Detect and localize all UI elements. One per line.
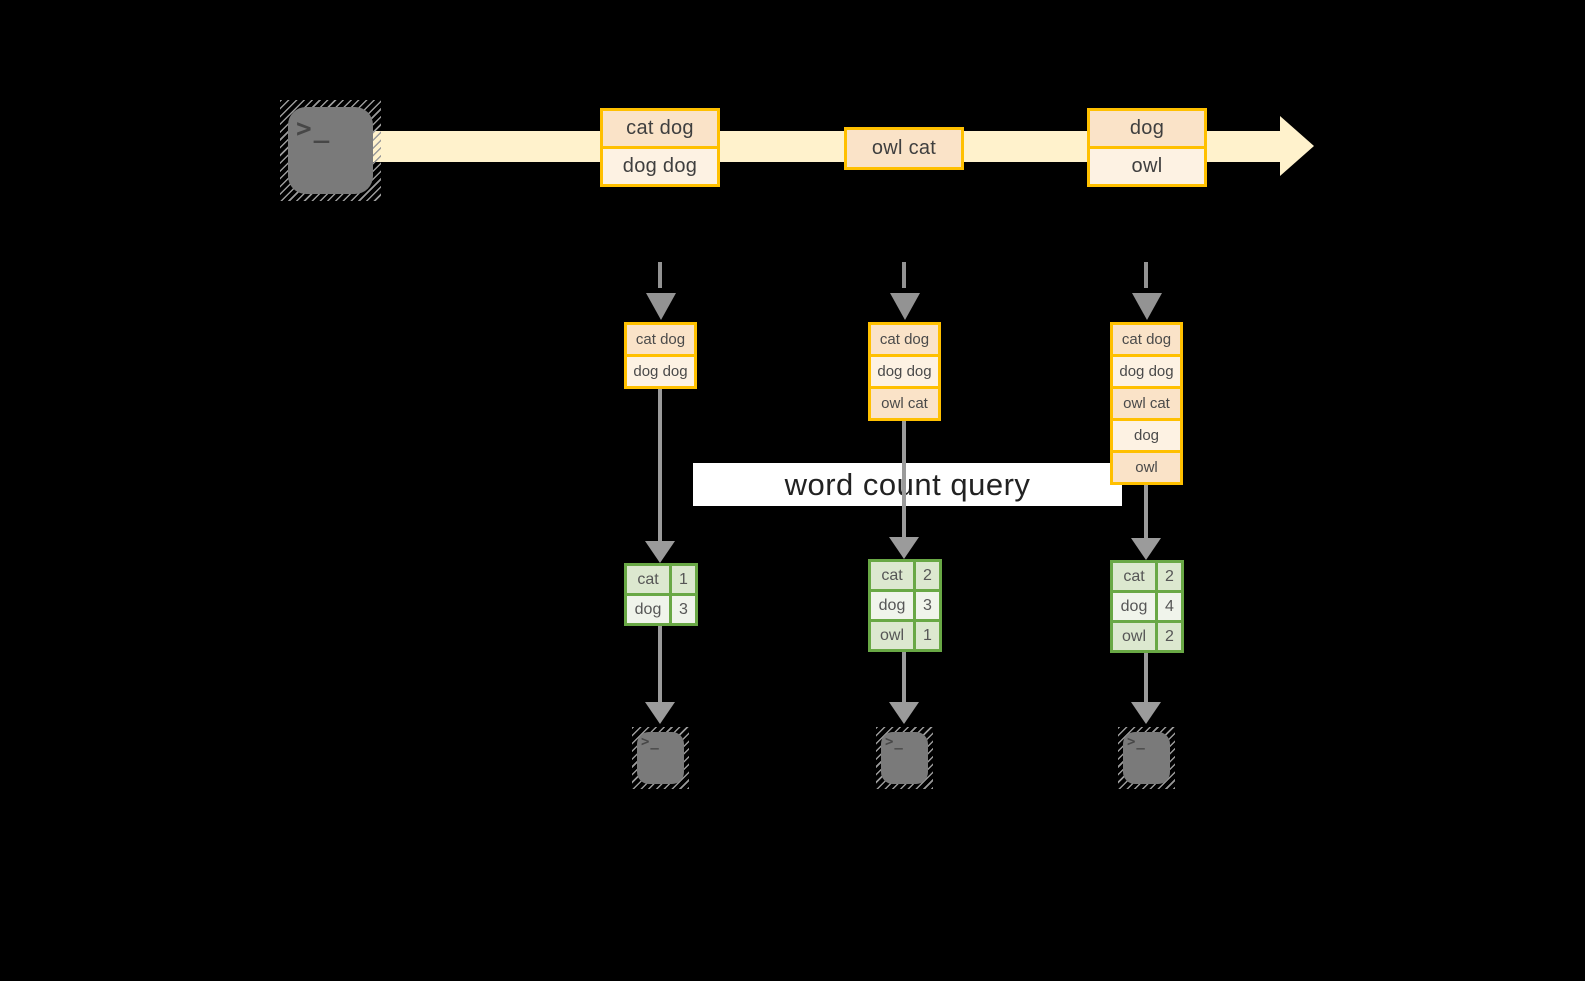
microbatch-item: dog dog bbox=[871, 357, 938, 386]
result-arrow-line-3 bbox=[1144, 653, 1148, 702]
count-value: 2 bbox=[1158, 623, 1181, 650]
stream-batch-box-1: cat dog dog dog bbox=[600, 108, 720, 187]
count-table-2: cat 2 dog 3 owl 1 bbox=[868, 559, 942, 652]
terminal-prompt-glyph: >_ bbox=[641, 734, 660, 750]
microbatch-item: cat dog bbox=[871, 325, 938, 354]
output-terminal-icon-3: >_ bbox=[1118, 727, 1175, 789]
result-arrowhead-icon-1 bbox=[645, 702, 675, 724]
query-arrowhead-icon-2 bbox=[889, 537, 919, 559]
wordcount-query-banner: word count query bbox=[693, 463, 1122, 506]
dashed-arrowhead-icon-2 bbox=[890, 293, 920, 320]
stream-event-text: owl bbox=[1090, 149, 1204, 184]
stream-event-text: dog dog bbox=[603, 149, 717, 184]
dashed-arrow-line-1 bbox=[658, 262, 662, 288]
stream-batch-box-3: dog owl bbox=[1087, 108, 1207, 187]
count-word: dog bbox=[627, 596, 669, 623]
dashed-arrow-line-3 bbox=[1144, 262, 1148, 288]
dashed-arrowhead-icon-1 bbox=[646, 293, 676, 320]
result-arrow-line-2 bbox=[902, 652, 906, 702]
count-word: dog bbox=[1113, 593, 1155, 620]
terminal-prompt-glyph: >_ bbox=[885, 734, 904, 750]
stream-event-text: owl cat bbox=[847, 130, 961, 167]
output-terminal-icon-2: >_ bbox=[876, 727, 933, 789]
count-value: 3 bbox=[672, 596, 695, 623]
count-word: cat bbox=[627, 566, 669, 593]
count-value: 2 bbox=[1158, 563, 1181, 590]
query-arrow-line-1 bbox=[658, 389, 662, 541]
query-arrowhead-icon-1 bbox=[645, 541, 675, 563]
microbatch-stack-2: cat dog dog dog owl cat bbox=[868, 322, 941, 421]
stream-event-text: cat dog bbox=[603, 111, 717, 146]
source-terminal-icon: >_ bbox=[280, 100, 381, 201]
count-value: 2 bbox=[916, 562, 939, 589]
microbatch-item: cat dog bbox=[1113, 325, 1180, 354]
microbatch-item: owl bbox=[1113, 453, 1180, 482]
output-terminal-icon-1: >_ bbox=[632, 727, 689, 789]
microbatch-stack-3: cat dog dog dog owl cat dog owl bbox=[1110, 322, 1183, 485]
query-arrow-line-3 bbox=[1144, 485, 1148, 538]
microbatch-item: owl cat bbox=[1113, 389, 1180, 418]
count-table-1: cat 1 dog 3 bbox=[624, 563, 698, 626]
dashed-arrowhead-icon-3 bbox=[1132, 293, 1162, 320]
count-value: 3 bbox=[916, 592, 939, 619]
count-word: cat bbox=[1113, 563, 1155, 590]
microbatch-item: cat dog bbox=[627, 325, 694, 354]
query-arrow-line-2 bbox=[902, 421, 906, 537]
banner-label: word count query bbox=[784, 466, 1031, 502]
microbatch-item: owl cat bbox=[871, 389, 938, 418]
terminal-prompt-glyph: >_ bbox=[296, 114, 332, 144]
count-value: 1 bbox=[672, 566, 695, 593]
dashed-arrow-line-2 bbox=[902, 262, 906, 288]
count-value: 1 bbox=[916, 622, 939, 649]
stream-batch-box-2: owl cat bbox=[844, 127, 964, 170]
microbatch-stack-1: cat dog dog dog bbox=[624, 322, 697, 389]
result-arrowhead-icon-3 bbox=[1131, 702, 1161, 724]
count-word: dog bbox=[871, 592, 913, 619]
count-table-3: cat 2 dog 4 owl 2 bbox=[1110, 560, 1184, 653]
terminal-prompt-glyph: >_ bbox=[1127, 734, 1146, 750]
terminal-body bbox=[1123, 732, 1170, 784]
result-arrowhead-icon-2 bbox=[889, 702, 919, 724]
terminal-body bbox=[881, 732, 928, 784]
microbatch-item: dog dog bbox=[1113, 357, 1180, 386]
count-word: owl bbox=[1113, 623, 1155, 650]
result-arrow-line-1 bbox=[658, 626, 662, 702]
microbatch-item: dog dog bbox=[627, 357, 694, 386]
count-word: cat bbox=[871, 562, 913, 589]
terminal-body bbox=[288, 107, 373, 194]
query-arrowhead-icon-3 bbox=[1131, 538, 1161, 560]
stream-event-text: dog bbox=[1090, 111, 1204, 146]
stream-arrowhead-icon bbox=[1280, 116, 1314, 176]
count-value: 4 bbox=[1158, 593, 1181, 620]
terminal-body bbox=[637, 732, 684, 784]
count-word: owl bbox=[871, 622, 913, 649]
microbatch-item: dog bbox=[1113, 421, 1180, 450]
